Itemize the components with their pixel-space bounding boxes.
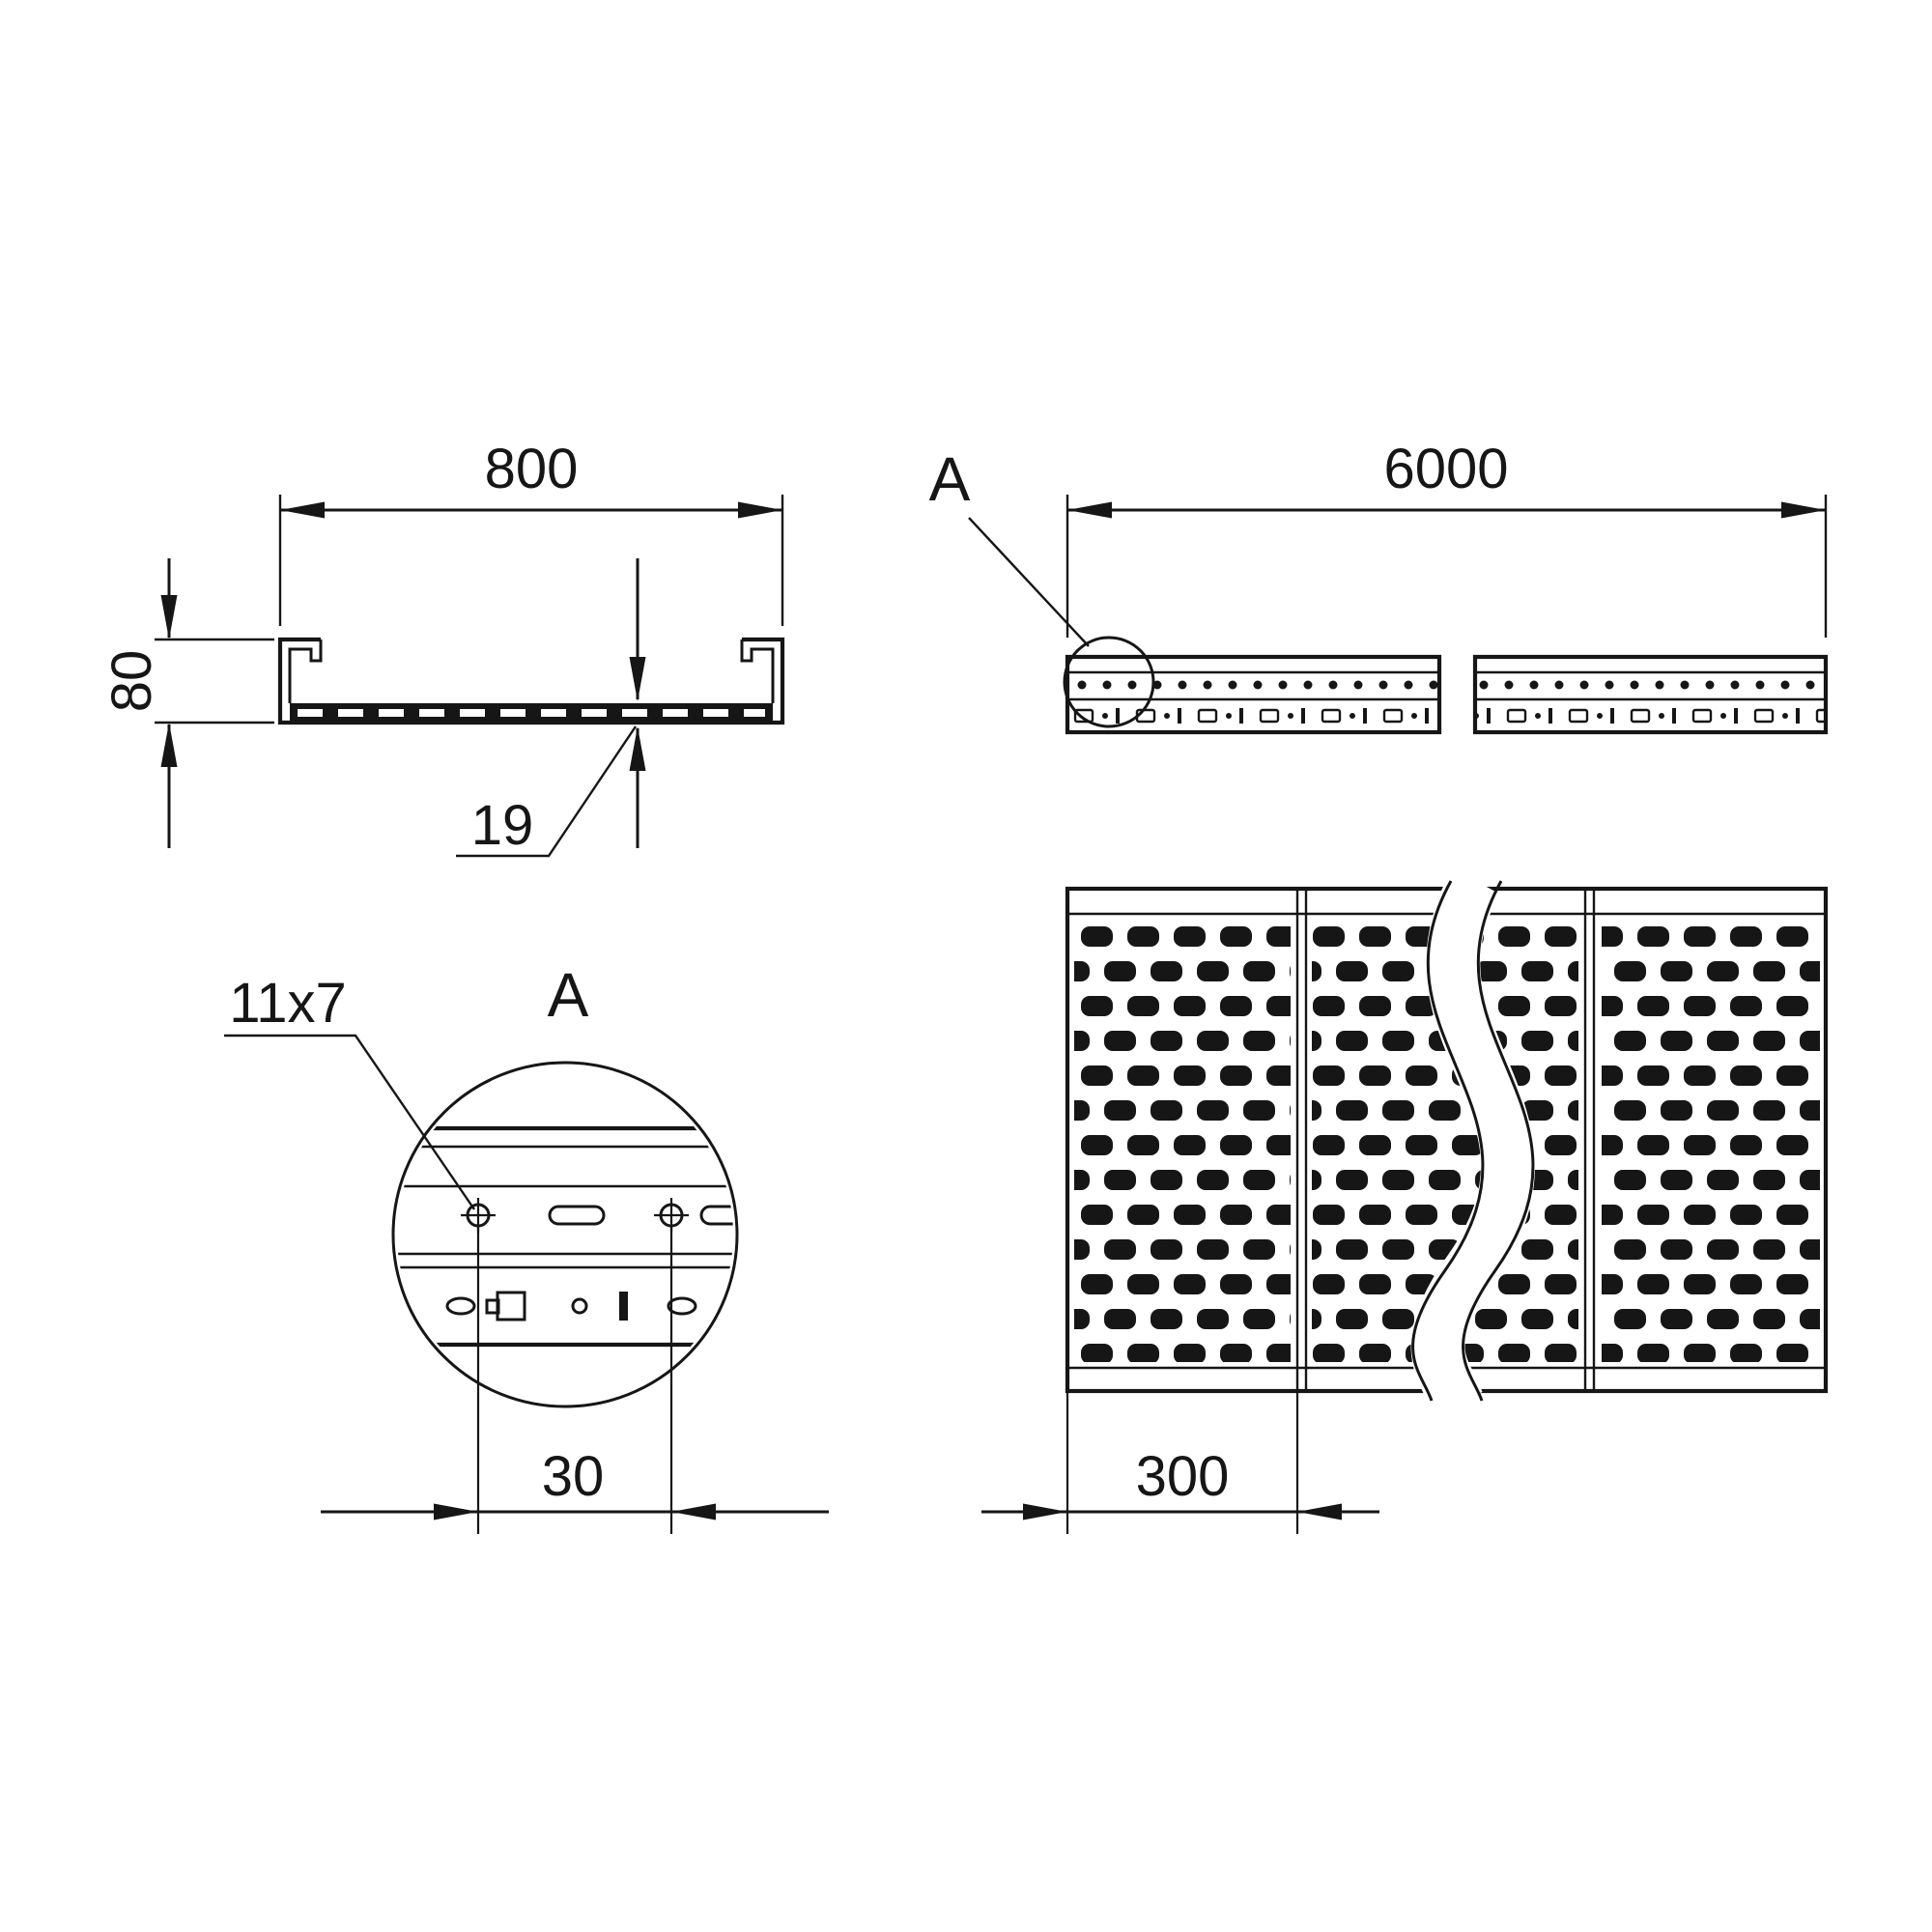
dim-label-cross-width: 800 (485, 438, 579, 500)
side-body (1065, 654, 1829, 735)
dim-label-cross-height: 80 (100, 650, 163, 713)
dim-label-base-height: 19 (471, 794, 534, 857)
dim-slot-pitch: 30 (321, 1227, 829, 1534)
slot-size-label: 11x7 (229, 972, 346, 1035)
plan-break-lines (1410, 867, 1535, 1411)
dim-label-slot-pitch: 30 (542, 1445, 605, 1508)
side-slot-row-left (1069, 702, 1437, 729)
side-view: 6000 A (929, 438, 1829, 735)
side-slot-row-right (1477, 702, 1824, 729)
detail-view-title: A (548, 960, 589, 1030)
side-hole-row-right (1477, 676, 1824, 694)
dim-cross-height: 80 (100, 558, 274, 848)
dim-cross-width: 800 (278, 438, 784, 626)
dim-panel-pitch: 300 (981, 1393, 1379, 1534)
dim-label-panel-pitch: 300 (1136, 1445, 1230, 1508)
detail-slot-row-1 (461, 1198, 733, 1233)
cross-section-view: 800 80 19 (100, 438, 785, 858)
plan-body (1065, 867, 1829, 1411)
detail-marker-circle (1063, 636, 1155, 728)
dim-side-length: 6000 (1065, 438, 1828, 638)
dim-base-height: 19 (456, 558, 646, 858)
side-body-right-segment (1472, 654, 1829, 735)
plan-view: 300 (981, 867, 1829, 1534)
detail-a-marker: A (929, 444, 1155, 728)
detail-slot-row-2 (445, 1291, 697, 1321)
dim-label-side-length: 6000 (1383, 438, 1508, 500)
perforated-base-plate (290, 703, 773, 723)
tray-profile (277, 637, 785, 725)
perforation-field-1 (1074, 922, 1291, 1362)
detail-view-a: A (224, 960, 829, 1534)
detail-view-circle (391, 1061, 739, 1408)
perforation-field-3 (1602, 922, 1820, 1362)
detail-marker-label: A (929, 444, 971, 514)
side-hole-row-left (1069, 676, 1437, 694)
callout-slot-size: 11x7 (224, 972, 475, 1210)
detail-rail-graphics (397, 1125, 733, 1348)
